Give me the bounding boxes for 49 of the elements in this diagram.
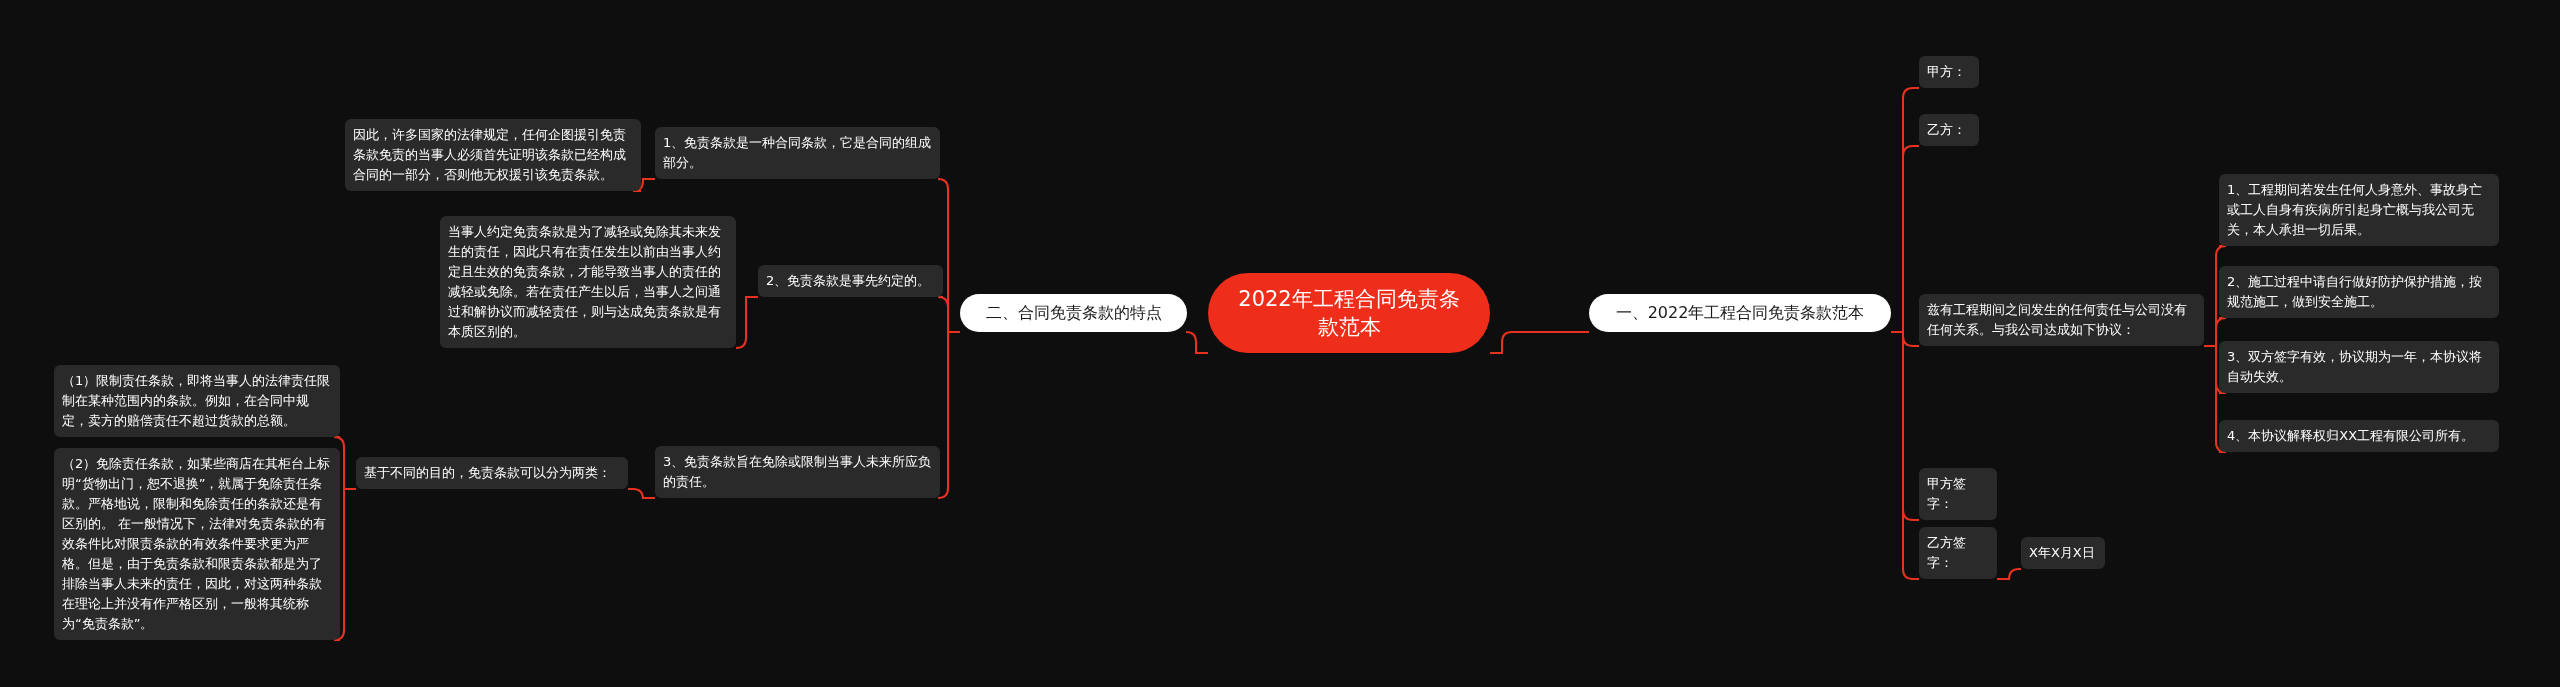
topic-box bbox=[2219, 341, 2499, 393]
topic-text: 1、工程期间若发生任何人身意外、事故身亡或工人自身有疾病所引起身亡概与我公司无关，本人承担一切后果。 bbox=[2227, 181, 2484, 239]
topic-box bbox=[2219, 420, 2499, 452]
connector-line bbox=[1185, 331, 1209, 354]
topic-text: 2022年工程合同免责条款范本 bbox=[1237, 286, 1461, 341]
connector-line bbox=[937, 331, 961, 499]
connector-line bbox=[632, 178, 656, 192]
connector-line bbox=[1489, 331, 1590, 354]
topic-text: 甲方签字： bbox=[1927, 475, 1967, 513]
topic-text: 基于不同的目的，免责条款可以分为两类： bbox=[364, 464, 612, 482]
topic-text: 因此，许多国家的法律规定，任何企图援引免责条款免责的当事人必须首先证明该条款已经构成合同的一部分，否则他无权援引该免责条款。 bbox=[353, 126, 627, 184]
connector-line bbox=[2203, 345, 2227, 453]
topic-text: （1）限制责任条款，即将当事人的法律责任限制在某种范围内的条款。例如，在合同中规定，卖方的赔偿责任不超过货款的总额。 bbox=[62, 372, 332, 430]
topic-box bbox=[54, 365, 340, 437]
topic-text: 2、免责条款是事先约定的。 bbox=[766, 272, 932, 290]
topic-text: 兹有工程期间之间发生的任何责任与公司没有任何关系。与我公司达成如下协议： bbox=[1927, 301, 2188, 339]
topic-box bbox=[440, 216, 736, 348]
topic-text: 3、免责条款旨在免除或限制当事人未来所应负的责任。 bbox=[663, 453, 932, 491]
topic-box bbox=[2021, 537, 2105, 569]
topic-box bbox=[2219, 174, 2499, 246]
topic-text: （2）免除责任条款，如某些商店在其柜台上标明“货物出门，恕不退换”，就属于免除责任条款。严格地说，限制和免除责任的条款还是有区别的。 在一般情况下，法律对免责条款的有效条件比对限责条款的有效条件要求更为严格。但是，由于免责条款和限责条款都是为了排除当事人未来的责任，因此，对这两种条款在理论上并没有作严格区别，一般将其统称为“免责条款”。 bbox=[62, 455, 332, 633]
topic-text: 3、双方签字有效，协议期为一年，本协议将自动失效。 bbox=[2227, 348, 2484, 386]
topic-box bbox=[345, 119, 641, 191]
connector-line bbox=[627, 488, 656, 500]
connector-line bbox=[1996, 568, 2022, 580]
topic-text: 乙方签字： bbox=[1927, 534, 1967, 572]
topic-text: 当事人约定免责条款是为了减轻或免除其未来发生的责任，因此只有在责任发生以前由当事人约定且生效的免责条款，才能导致当事人的责任的减轻或免除。若在责任产生以后，当事人之间通过和解协议而减轻责任，则与达成免责条款是有本质区别的。 bbox=[448, 223, 722, 341]
connector-line bbox=[333, 488, 357, 641]
topic-box bbox=[655, 446, 940, 498]
topic-text: 甲方： bbox=[1927, 63, 1967, 81]
topic-box bbox=[1919, 294, 2204, 346]
topic-text: 一、2022年工程合同免责条款范本 bbox=[1614, 302, 1866, 324]
topic-text: X年X月X日 bbox=[2029, 544, 2096, 562]
topic-text: 二、合同免责条款的特点 bbox=[984, 302, 1163, 324]
topic-box bbox=[356, 457, 628, 489]
branch-topic bbox=[1589, 294, 1891, 332]
topic-box bbox=[1919, 468, 1997, 520]
topic-text: 2、施工过程中请自行做好防护保护措施，按规范施工，做到安全施工。 bbox=[2227, 273, 2484, 311]
topic-box bbox=[1919, 114, 1979, 146]
topic-text: 1、免责条款是一种合同条款，它是合同的组成部分。 bbox=[663, 134, 932, 172]
branch-topic bbox=[960, 294, 1187, 332]
topic-box bbox=[2219, 266, 2499, 318]
topic-text: 乙方： bbox=[1927, 121, 1967, 139]
topic-box bbox=[655, 127, 940, 179]
connector-line bbox=[735, 296, 759, 349]
topic-box bbox=[1919, 527, 1997, 579]
topic-box bbox=[758, 265, 943, 297]
topic-box bbox=[1919, 56, 1979, 88]
topic-text: 4、本协议解释权归XX工程有限公司所有。 bbox=[2227, 427, 2476, 445]
